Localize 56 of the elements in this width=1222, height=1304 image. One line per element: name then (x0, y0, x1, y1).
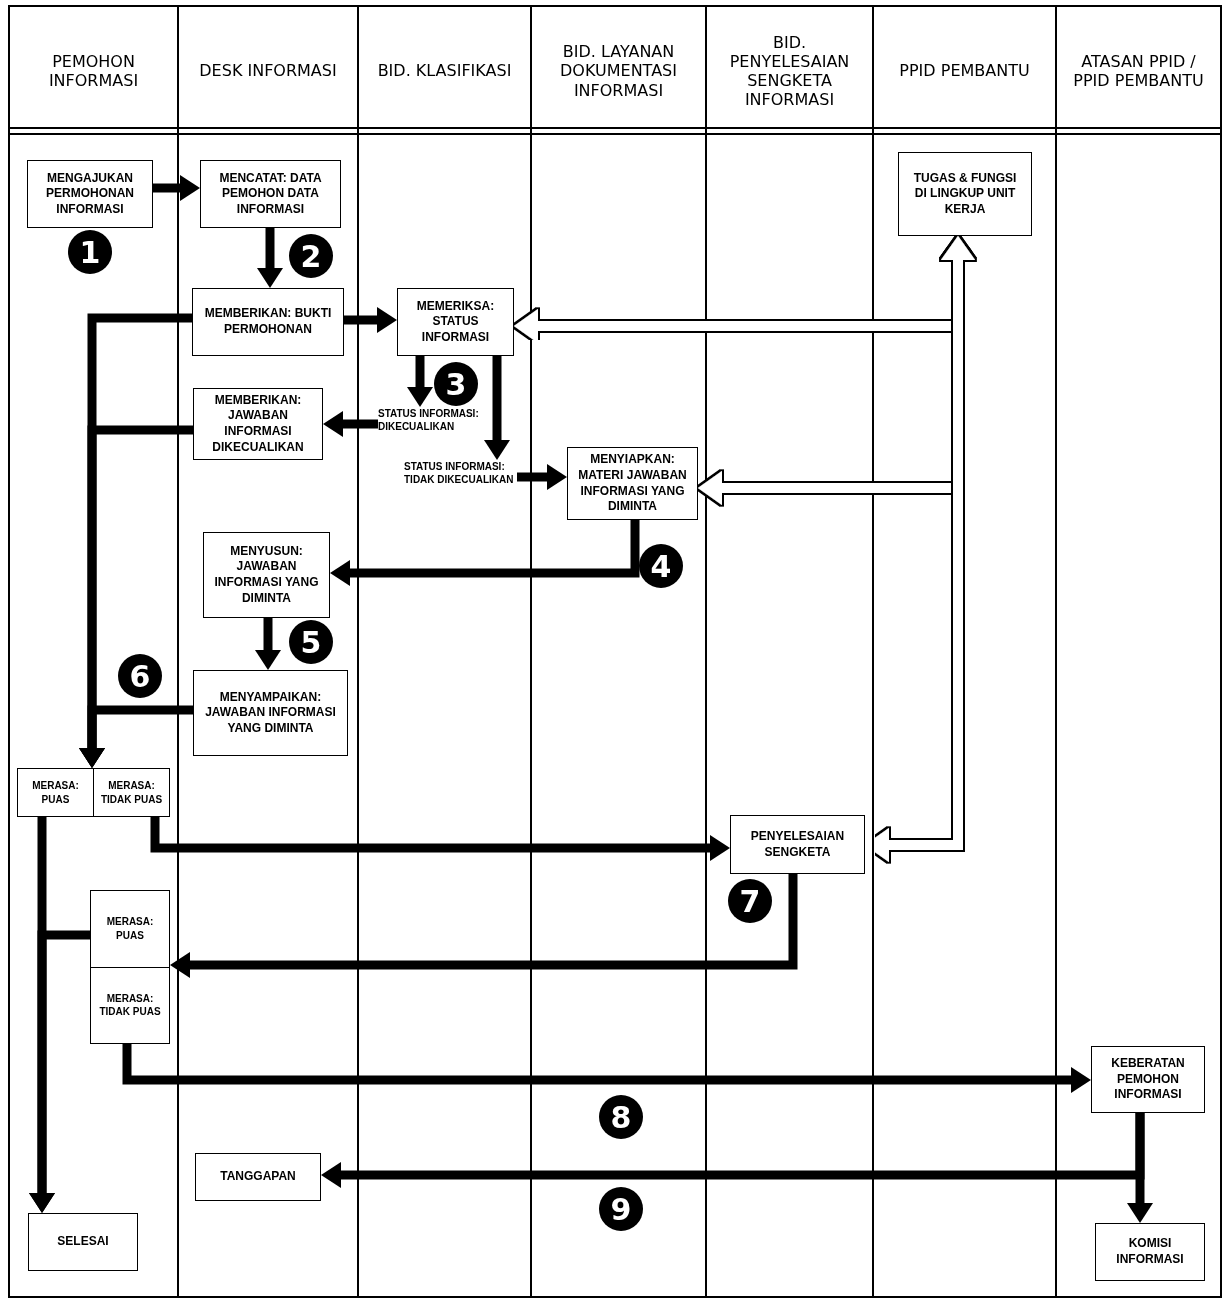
process-box: KEBERATAN PEMOHON INFORMASI (1091, 1046, 1205, 1113)
arrow (344, 307, 397, 333)
process-box: SELESAI (28, 1213, 138, 1271)
process-box: MENGAJUKAN PERMOHONAN INFORMASI (27, 160, 153, 228)
arrow (323, 411, 378, 437)
split-box (90, 890, 170, 1044)
arrow (484, 356, 510, 460)
option-label: MERASA: PUAS (91, 891, 169, 968)
arrow (407, 356, 433, 407)
arrow (153, 175, 200, 201)
process-box: MENYAMPAIKAN: JAWABAN INFORMASI YANG DIMINTA (193, 670, 348, 756)
callout-number: 9 (599, 1187, 643, 1231)
lane-title: PEMOHON INFORMASI (47, 50, 140, 92)
process-box: MENCATAT: DATA PEMOHON DATA INFORMASI (200, 160, 341, 228)
arrow (330, 520, 640, 586)
lane-title: BID. LAYANAN DOKUMENTASI INFORMASI (559, 41, 678, 102)
arrow (150, 817, 730, 861)
arrow (321, 1113, 1145, 1188)
arrow (257, 228, 283, 288)
status-label: STATUS INFORMASI: TIDAK DIKECUALIKAN (404, 460, 517, 492)
process-box: MEMERIKSA: STATUS INFORMASI (397, 288, 514, 356)
lane-title: BID. PENYELESAIAN SENGKETA INFORMASI (728, 31, 851, 112)
process-box: MENYIAPKAN: MATERI JAWABAN INFORMASI YANG DIMINTA (567, 447, 698, 520)
lane-title: ATASAN PPID / PPID PEMBANTU (1072, 50, 1205, 92)
callout-number: 7 (728, 879, 772, 923)
lane-title: BID. KLASIFIKASI (376, 60, 513, 83)
arrow (170, 874, 798, 978)
process-box: MEMBERIKAN: JAWABAN INFORMASI DIKECUALIKAN (193, 388, 323, 460)
process-box: KOMISI INFORMASI (1095, 1223, 1205, 1281)
swimlane (1055, 5, 1222, 1298)
callout-number: 3 (434, 362, 478, 406)
option-label: MERASA: TIDAK PUAS (98, 991, 162, 1020)
arrow (255, 618, 281, 670)
lane-title: PPID PEMBANTU (898, 60, 1031, 83)
callout-number: 1 (68, 230, 112, 274)
arrow (79, 705, 193, 768)
process-box: MENYUSUN: JAWABAN INFORMASI YANG DIMINTA (203, 532, 330, 618)
callout-number: 8 (599, 1095, 643, 1139)
swimlane (177, 5, 359, 1298)
swimlane (8, 5, 179, 1298)
arrow (517, 464, 567, 490)
split-box (17, 768, 170, 817)
process-box: MEMBERIKAN: BUKTI PERMOHONAN (192, 288, 344, 356)
process-box: TANGGAPAN (195, 1153, 321, 1201)
status-label: STATUS INFORMASI: DIKECUALIKAN (378, 407, 490, 439)
swimlane (872, 5, 1057, 1298)
process-box: TUGAS & FUNGSI DI LINGKUP UNIT KERJA (898, 152, 1032, 236)
callout-number: 6 (118, 654, 162, 698)
lane-title: DESK INFORMASI (198, 60, 338, 83)
callout-number: 5 (289, 620, 333, 664)
option-label: MERASA: TIDAK PUAS (99, 779, 164, 807)
option-label: MERASA: PUAS (18, 769, 94, 816)
callout-number: 4 (639, 544, 683, 588)
callout-number: 2 (289, 234, 333, 278)
process-box: PENYELESAIAN SENGKETA (730, 815, 865, 874)
arrow (29, 930, 90, 1213)
